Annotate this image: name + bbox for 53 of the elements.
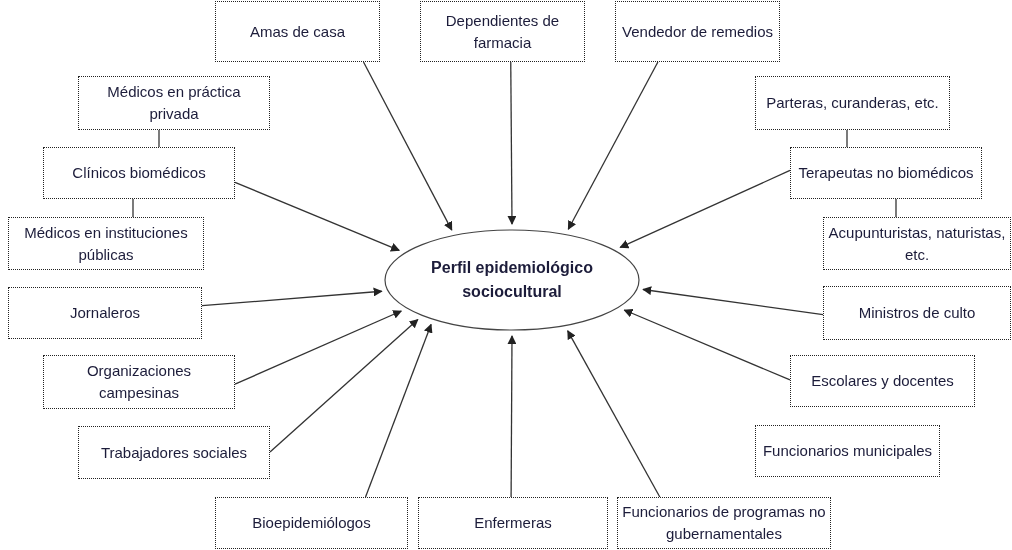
role-label: Parteras, curanderas, etc.	[766, 93, 939, 113]
role-box	[420, 1, 585, 62]
role-box	[215, 1, 380, 62]
connector-line	[158, 129, 160, 148]
role-label: Funcionarios de programas no gubernamentales	[622, 502, 826, 544]
arrow	[234, 181, 401, 252]
arrow	[567, 330, 661, 498]
arrow	[269, 318, 419, 453]
role-label: Escolares y docentes	[811, 371, 954, 391]
role-label: Amas de casa	[249, 21, 345, 42]
role-label: Organizaciones campesinas	[85, 361, 193, 403]
role-box	[8, 287, 202, 339]
arrow	[619, 169, 791, 249]
role-box	[615, 1, 780, 62]
role-label: Médicos en práctica privada	[106, 82, 242, 124]
connector-line	[846, 129, 848, 148]
connector-line	[132, 198, 134, 218]
role-label: Ministros de culto	[858, 303, 976, 323]
role-box	[78, 76, 270, 130]
role-box	[215, 497, 408, 549]
role-label: Trabajadores sociales	[100, 442, 248, 463]
role-label: Terapeutas no biomédicos	[798, 163, 974, 183]
arrow	[642, 286, 824, 316]
role-box	[43, 147, 235, 199]
arrow	[507, 61, 517, 225]
title-label: Perfil epidemiológico sociocultural	[430, 258, 594, 302]
arrow	[364, 323, 433, 498]
role-label: Vendedor de remedios	[622, 21, 773, 42]
ellipse	[384, 229, 640, 331]
arrow	[234, 310, 403, 385]
connector-line	[895, 198, 897, 218]
role-label: Dependientes de farmacia	[444, 10, 561, 53]
arrow	[567, 61, 659, 231]
role-box	[8, 217, 204, 270]
role-box	[790, 147, 982, 199]
role-label: Jornaleros	[69, 303, 140, 323]
role-label: Acupunturistas, naturistas, etc.	[828, 222, 1006, 265]
role-label: Médicos en instituciones públicas	[23, 222, 189, 265]
arrow	[201, 287, 383, 307]
arrow	[623, 309, 791, 381]
role-box	[823, 286, 1011, 340]
role-label: Funcionarios municipales	[762, 441, 933, 461]
role-box	[755, 425, 940, 477]
role-box	[78, 426, 270, 479]
arrow	[362, 61, 453, 231]
role-label: Clínicos biomédicos	[72, 163, 206, 183]
role-label: Enfermeras	[474, 513, 552, 533]
role-box	[755, 76, 950, 130]
role-box	[790, 355, 975, 407]
role-box	[43, 355, 235, 409]
role-box	[418, 497, 608, 549]
arrow	[507, 335, 517, 498]
role-label: Bioepidemiólogos	[252, 513, 371, 533]
